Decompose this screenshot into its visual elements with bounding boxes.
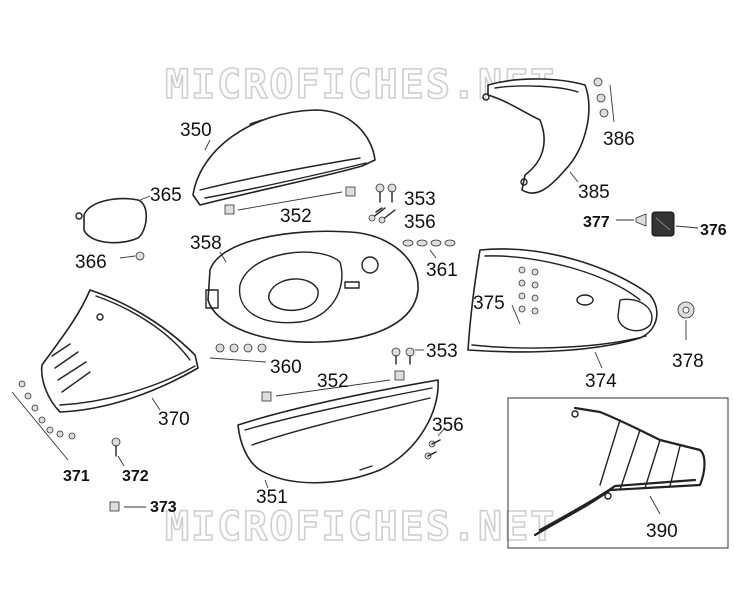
- label-377: 377: [583, 214, 610, 231]
- screws-360[interactable]: [215, 343, 267, 353]
- label-356-lower: 356: [432, 415, 464, 436]
- label-350: 350: [180, 120, 212, 141]
- screws-371[interactable]: [18, 380, 76, 440]
- label-352-upper: 352: [280, 206, 312, 227]
- screws-386[interactable]: [593, 77, 609, 118]
- part-358-shape[interactable]: [205, 230, 419, 343]
- part-390-rack[interactable]: [533, 406, 706, 537]
- label-361: 361: [426, 260, 458, 281]
- label-356-upper: 356: [404, 212, 436, 233]
- screws-356-lower[interactable]: [424, 439, 441, 460]
- label-373: 373: [150, 499, 177, 516]
- label-372: 372: [122, 468, 149, 485]
- label-360: 360: [270, 357, 302, 378]
- clip-377[interactable]: [635, 213, 647, 227]
- label-385: 385: [578, 182, 610, 203]
- clip-352-lower[interactable]: [261, 370, 405, 402]
- label-371: 371: [63, 468, 90, 485]
- label-365: 365: [150, 185, 182, 206]
- label-374: 374: [585, 371, 617, 392]
- part-385-shape[interactable]: [482, 78, 590, 194]
- screws-353-lower[interactable]: [391, 347, 415, 365]
- screws-353-upper[interactable]: [375, 183, 397, 203]
- label-375: 375: [473, 293, 505, 314]
- label-353-upper: 353: [404, 189, 436, 210]
- part-365-shape[interactable]: [75, 197, 148, 244]
- screw-372[interactable]: [111, 437, 121, 457]
- clip-352-upper[interactable]: [224, 186, 356, 215]
- label-366: 366: [75, 252, 107, 273]
- clips-375[interactable]: [518, 266, 539, 315]
- label-370: 370: [158, 409, 190, 430]
- rack-inset-frame: [507, 397, 729, 549]
- label-378: 378: [672, 351, 704, 372]
- washers-361[interactable]: [402, 239, 456, 247]
- label-351: 351: [256, 487, 288, 508]
- label-353-lower: 353: [426, 341, 458, 362]
- clip-373[interactable]: [109, 501, 120, 512]
- grommet-378[interactable]: [677, 301, 695, 319]
- label-352-lower: 352: [317, 371, 349, 392]
- part-350-shape[interactable]: [192, 109, 376, 206]
- label-386: 386: [603, 129, 635, 150]
- watermark-bottom: MICROFICHES.NET: [165, 504, 556, 550]
- label-390: 390: [646, 521, 678, 542]
- part-374-shape[interactable]: [467, 248, 658, 353]
- label-376: 376: [700, 222, 727, 239]
- part-351-shape[interactable]: [237, 379, 439, 484]
- screw-366[interactable]: [135, 251, 145, 261]
- part-370-shape[interactable]: [40, 289, 199, 413]
- reflector-376[interactable]: [651, 211, 675, 237]
- screws-356-upper[interactable]: [368, 207, 396, 224]
- label-358: 358: [190, 233, 222, 254]
